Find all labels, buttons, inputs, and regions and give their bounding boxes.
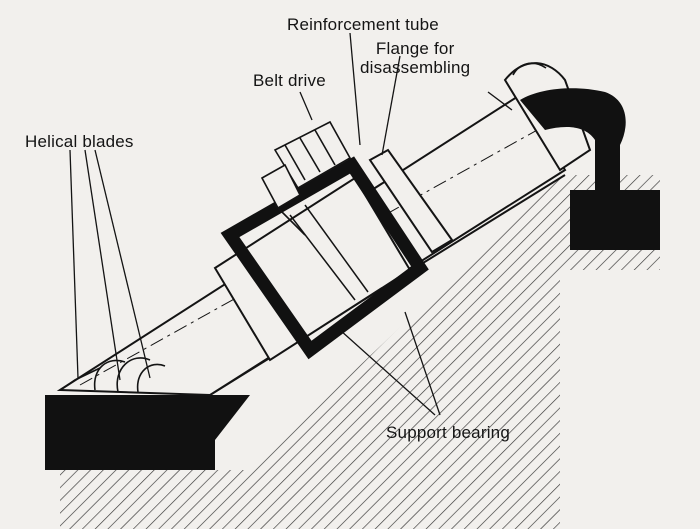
label-support-bearing: Support bearing (386, 423, 510, 442)
leader-lines (69, 32, 513, 416)
ground-hatching (60, 175, 660, 529)
belt-drive-motor (260, 120, 352, 236)
label-reinforcement-tube: Reinforcement tube (287, 15, 439, 34)
label-helical-blades: Helical blades (25, 132, 134, 151)
lower-feed-block (45, 395, 250, 470)
label-flange: Flange for disassembling (360, 39, 471, 77)
support-bearing-frame (220, 156, 429, 360)
upper-discharge (503, 62, 660, 250)
label-belt-drive: Belt drive (253, 71, 326, 90)
